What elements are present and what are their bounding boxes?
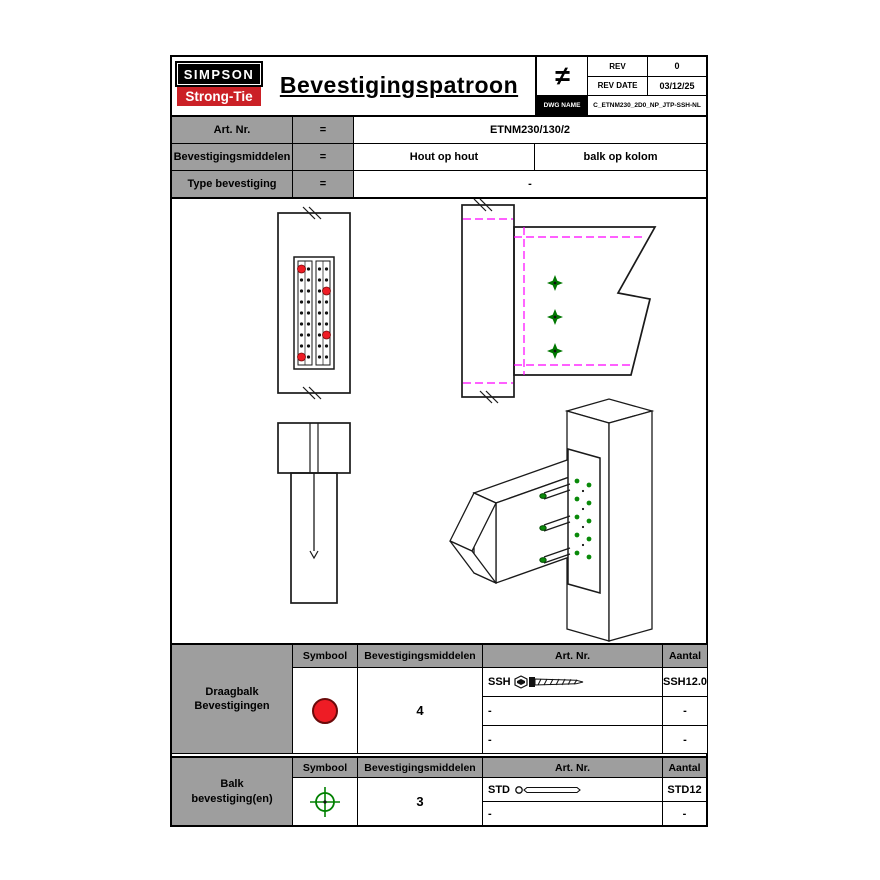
equals-sign: =	[293, 144, 353, 170]
middelen-value-right: balk op kolom	[535, 144, 706, 170]
draagbalk-fastener-table: Draagbalk Bevestigingen Symbool Bevestig…	[172, 645, 708, 754]
logo-strongtie-text: Strong-Tie	[177, 87, 261, 106]
rev-value: 0	[648, 57, 706, 76]
type-value: -	[354, 171, 706, 197]
equals-sign: =	[293, 171, 353, 197]
revision-block: ≠ REV 0 REV DATE 03/12/25 DWG NAME C_ETN…	[535, 57, 706, 115]
artnr-label: Art. Nr.	[172, 117, 292, 143]
isometric-view-drawing	[449, 398, 655, 642]
logo-simpson-text: SIMPSON	[175, 61, 263, 87]
not-equal-symbol: ≠	[537, 57, 587, 96]
sheet-title: Bevestigingspatroon	[279, 71, 519, 98]
dwg-name-value: C_ETNM230_2D0_NP_JTP-SSH-NL	[588, 96, 706, 115]
group-label-balk: Balk bevestiging(en)	[172, 758, 292, 825]
col-artnr: Art. Nr.	[483, 758, 662, 777]
fastener-row-ssh: SSH	[483, 668, 662, 696]
middelen-label: Bevestigingsmiddelen	[172, 144, 292, 170]
rev-date-value: 03/12/25	[648, 76, 706, 96]
green-crosshair-circle-icon	[310, 786, 340, 817]
group-line1: Draagbalk	[205, 685, 259, 698]
red-filled-circle-icon	[312, 697, 338, 724]
artnr-cell: STD12	[663, 778, 706, 801]
section-view-drawing	[277, 422, 351, 604]
dowel-pins	[539, 483, 571, 564]
group-label-draagbalk: Draagbalk Bevestigingen	[172, 645, 292, 753]
type-label: Type bevestiging	[172, 171, 292, 197]
info-table: Art. Nr. = ETNM230/130/2 Bevestigingsmid…	[172, 117, 706, 199]
fastener-row-empty: -	[483, 726, 662, 753]
col-middelen: Bevestigingsmiddelen	[358, 758, 482, 777]
group-line2: bevestiging(en)	[191, 792, 273, 805]
artnr-cell: SSH12.0	[663, 668, 708, 696]
side-view-drawing	[461, 198, 657, 404]
fastener-row-std: STD	[483, 778, 662, 801]
info-row-type: Type bevestiging = -	[172, 171, 706, 197]
dowel-icon	[515, 785, 581, 794]
symbol-green-crosshair	[293, 778, 357, 825]
dwg-name-label: DWG NAME	[537, 96, 587, 115]
fastener-label: STD	[488, 783, 510, 796]
rev-date-label: REV DATE	[588, 76, 647, 96]
fastener-label: SSH	[488, 676, 511, 688]
table1-grid: Symbool Bevestigingsmiddelen Art. Nr. Aa…	[293, 645, 708, 753]
plate-nail-dots	[581, 489, 585, 547]
info-row-artnr: Art. Nr. = ETNM230/130/2	[172, 117, 706, 143]
title-block: SIMPSON Strong-Tie Bevestigingspatroon ≠…	[172, 57, 706, 117]
group-line1: Balk	[220, 778, 244, 791]
artnr-cell: -	[663, 697, 708, 725]
aantal-value: 4	[358, 668, 482, 753]
symbol-red-circle	[293, 668, 357, 753]
nail-dots	[299, 267, 329, 359]
artnr-value: ETNM230/130/2	[354, 117, 706, 143]
middelen-value-left: Hout op hout	[354, 144, 534, 170]
col-artnr: Art. Nr.	[483, 645, 662, 667]
green-star-fastener-symbols	[547, 275, 563, 359]
drawing-area	[172, 198, 706, 645]
col-symbool: Symbool	[293, 758, 357, 777]
col-middelen: Bevestigingsmiddelen	[358, 645, 482, 667]
connector-plate	[567, 448, 601, 594]
balk-fastener-table: Balk bevestiging(en) Symbool Bevestiging…	[172, 756, 706, 825]
table2-grid: Symbool Bevestigingsmiddelen Art. Nr. Aa…	[293, 758, 706, 825]
simpson-strongtie-logo: SIMPSON Strong-Tie	[175, 61, 263, 106]
plate-fastener-dots	[574, 478, 592, 560]
red-fastener-dots	[297, 264, 331, 362]
hex-head-screw-icon	[514, 675, 583, 689]
aantal-value: 3	[358, 778, 482, 825]
col-aantal: Aantal	[663, 758, 706, 777]
equals-sign: =	[293, 117, 353, 143]
magenta-centerlines	[463, 218, 642, 384]
info-row-middelen: Bevestigingsmiddelen = Hout op hout balk…	[172, 144, 706, 170]
col-aantal: Aantal	[663, 645, 708, 667]
technical-drawing	[277, 198, 657, 642]
artnr-cell: -	[663, 726, 708, 753]
drawing-sheet: SIMPSON Strong-Tie Bevestigingspatroon ≠…	[170, 55, 708, 827]
group-line2: Bevestigingen	[194, 700, 270, 712]
fastener-row-empty: -	[483, 802, 662, 825]
front-view-drawing	[277, 206, 351, 400]
fastener-row-empty: -	[483, 697, 662, 725]
col-symbool: Symbool	[293, 645, 357, 667]
artnr-cell: -	[663, 802, 706, 825]
rev-label: REV	[588, 57, 647, 76]
